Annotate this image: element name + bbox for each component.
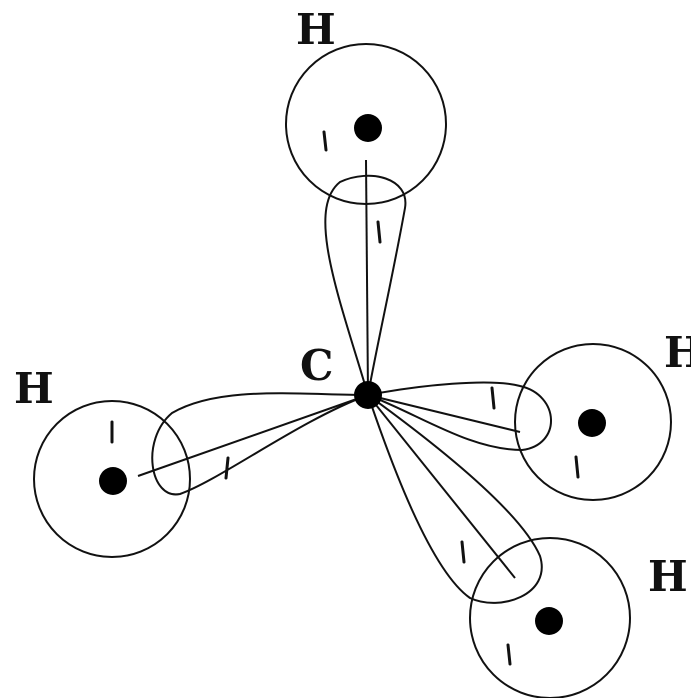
h-left-s-orbital — [33, 400, 191, 558]
label-h-top: H — [296, 5, 336, 54]
bond-axis-left — [137, 394, 369, 477]
sp3-lobe-left — [151, 392, 369, 496]
label-h-right: H — [664, 328, 691, 377]
bond-axis-lower-right — [367, 394, 516, 579]
label-h-left: H — [14, 364, 54, 413]
carbon-nucleus — [354, 381, 382, 409]
bond-axis-top — [365, 159, 369, 396]
label-carbon: C — [300, 341, 333, 390]
electron-mark-c-top — [376, 220, 382, 244]
sp3-lobe-right — [364, 381, 552, 452]
h-top-nucleus — [354, 114, 382, 142]
electron-mark-h-right — [574, 455, 580, 479]
electron-mark-c-right — [490, 386, 496, 410]
electron-mark-c-lower-right — [460, 540, 466, 564]
electron-mark-h-top — [322, 130, 328, 152]
h-lower-right-nucleus — [535, 607, 563, 635]
sp3-lobe-lower-right — [366, 392, 543, 604]
h-lower-right-s-orbital — [469, 537, 631, 698]
h-right-nucleus — [578, 409, 606, 437]
label-h-lower-right: H — [648, 552, 688, 601]
h-left-nucleus — [99, 467, 127, 495]
electron-mark-h-lower-right — [506, 643, 512, 666]
sp3-lobe-top — [324, 174, 407, 396]
h-right-s-orbital — [514, 343, 672, 501]
electron-mark-c-left — [224, 456, 230, 480]
bond-axis-right — [367, 394, 521, 433]
